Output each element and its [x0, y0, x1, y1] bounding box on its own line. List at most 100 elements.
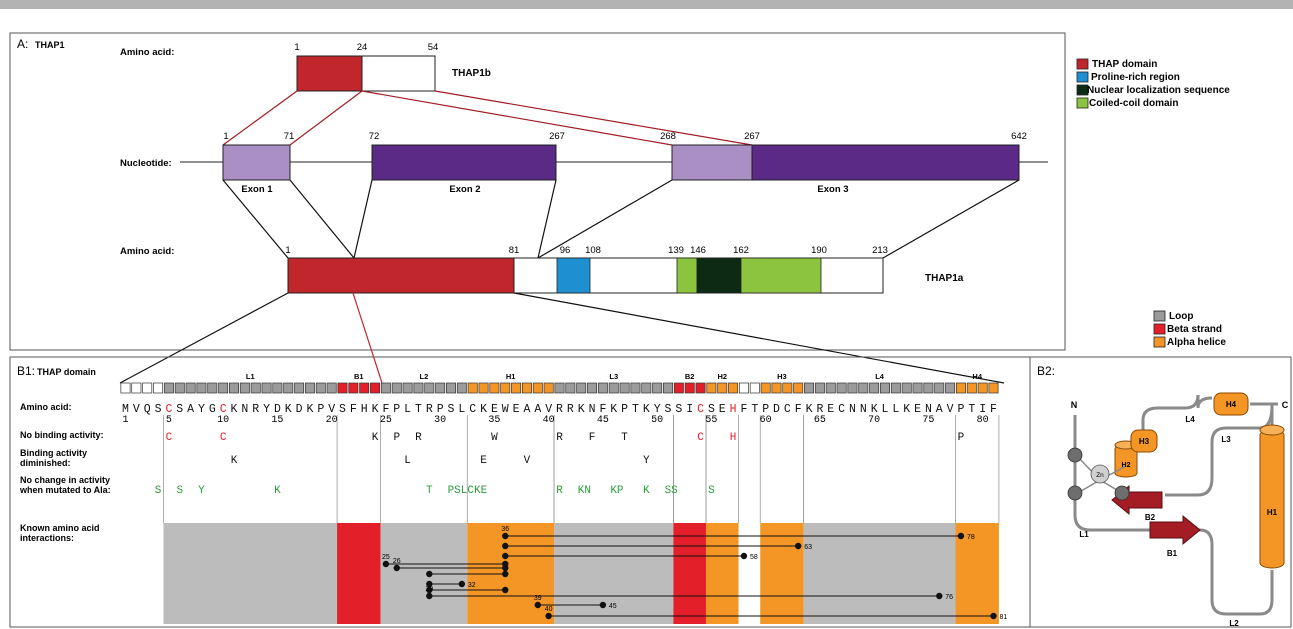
residue-42: R [567, 403, 574, 416]
residue-26: P [393, 403, 400, 416]
residue-cell-52 [673, 382, 684, 394]
residue-10: C [220, 403, 227, 416]
secondary-structure-strip [120, 382, 999, 394]
row-label-nobind: No binding activity: [20, 430, 104, 440]
nt-tick-1: 1 [223, 131, 228, 142]
residue-30: P [437, 403, 444, 416]
residue-53: I [686, 403, 693, 416]
residue-13: R [252, 403, 259, 416]
residue-5: C [165, 403, 172, 416]
residue-34: K [480, 403, 487, 416]
residue-cell-10 [218, 382, 229, 394]
b2-zn-label: Zn [1096, 472, 1104, 479]
b2-h2-label: H2 [1122, 462, 1131, 469]
no-binding-residue: C [220, 432, 227, 444]
segment-label-h3: H3 [777, 372, 787, 381]
residue-35: E [491, 403, 498, 416]
residue-67: C [838, 403, 845, 416]
residue-cell-54 [695, 382, 706, 394]
position-number: 50 [651, 415, 663, 426]
interaction-label: 26 [393, 558, 401, 565]
residue-77: V [947, 403, 954, 416]
thap1b-tail [361, 55, 436, 92]
map-line [537, 179, 673, 259]
residue-cell-47 [619, 382, 630, 394]
residue-45: F [599, 403, 606, 416]
cys-residue [1114, 485, 1130, 501]
diminished-residue: V [524, 455, 531, 467]
residue-cell-57 [728, 382, 739, 394]
nt-tick-71: 71 [284, 131, 295, 142]
residue-cell-27 [402, 382, 413, 394]
no-change-residue: K [274, 485, 281, 497]
segment-label-l3: L3 [609, 372, 618, 381]
interaction-label: 76 [945, 594, 953, 601]
segment-label-l1: L1 [246, 372, 255, 381]
residue-cell-9 [207, 382, 218, 394]
segment-label-l2: L2 [419, 372, 428, 381]
residue-cell-62 [782, 382, 793, 394]
residue-7: A [187, 403, 194, 416]
residue-cell-33 [467, 382, 478, 394]
aa-tick-213: 213 [872, 245, 888, 256]
zoom-line [513, 292, 1005, 384]
residue-cell-12 [239, 382, 250, 394]
residue-58: F [740, 403, 747, 416]
residue-79: T [968, 403, 975, 416]
helix-h3 [1130, 429, 1158, 453]
legend-swatch-helix [1153, 336, 1166, 348]
position-number: 75 [922, 415, 934, 426]
loop-l3 [1165, 404, 1274, 497]
thap1a-thap-domain [287, 257, 515, 294]
segment-label-b2: B2 [685, 372, 695, 381]
no-binding-residue: P [393, 432, 400, 444]
residue-cell-20 [326, 382, 337, 394]
legend-thap: THAP domain [1092, 59, 1157, 70]
interaction-label: 32 [468, 582, 476, 589]
legend-helix: Alpha helice [1167, 337, 1226, 348]
residue-cell-75 [923, 382, 934, 394]
residue-49: K [643, 403, 650, 416]
residue-cell-16 [283, 382, 294, 394]
row-label-nochange-1: No change in activity [20, 475, 110, 485]
residue-cell-23 [359, 382, 370, 394]
residue-cell-45 [597, 382, 608, 394]
residue-cell-8 [196, 382, 207, 394]
residue-cell-73 [901, 382, 912, 394]
residue-9: G [209, 403, 216, 416]
residue-cell-36 [500, 382, 511, 394]
b2-l1-label: L1 [1079, 530, 1089, 539]
legend-swatch-beta [1153, 323, 1166, 335]
residue-73: K [903, 403, 910, 416]
legend-coiled: Coiled-coil domain [1089, 98, 1178, 109]
residue-cell-81 [988, 382, 999, 394]
aa-tick-146: 146 [690, 245, 706, 256]
b2-l3-label: L3 [1221, 435, 1231, 444]
interaction-label: 78 [967, 534, 975, 541]
residue-22: F [350, 403, 357, 416]
residue-cell-11 [229, 382, 239, 394]
interaction-dot [502, 542, 509, 550]
interaction-dot [426, 592, 433, 600]
residue-cell-24 [370, 382, 381, 394]
residue-cell-39 [532, 382, 543, 394]
residue-62: C [784, 403, 791, 416]
no-change-residue: S [176, 485, 183, 497]
residue-cell-1 [120, 382, 131, 394]
b2-b2-label: B2 [1145, 513, 1156, 522]
residue-1: M [122, 403, 129, 416]
interaction-dot [957, 532, 965, 540]
map-line [289, 179, 355, 259]
helix-h1 [1259, 429, 1285, 569]
residue-cell-7 [185, 382, 196, 394]
no-change-residue: R [556, 485, 563, 497]
residue-71: L [882, 403, 889, 416]
position-number: 35 [488, 415, 500, 426]
structure-band-h4 [955, 523, 999, 624]
position-number: 30 [434, 415, 446, 426]
residue-75: N [925, 403, 932, 416]
loop-l4b [1196, 396, 1213, 409]
nt-tick-72: 72 [369, 131, 380, 142]
thap1a-row-label: Amino acid: [120, 246, 174, 257]
